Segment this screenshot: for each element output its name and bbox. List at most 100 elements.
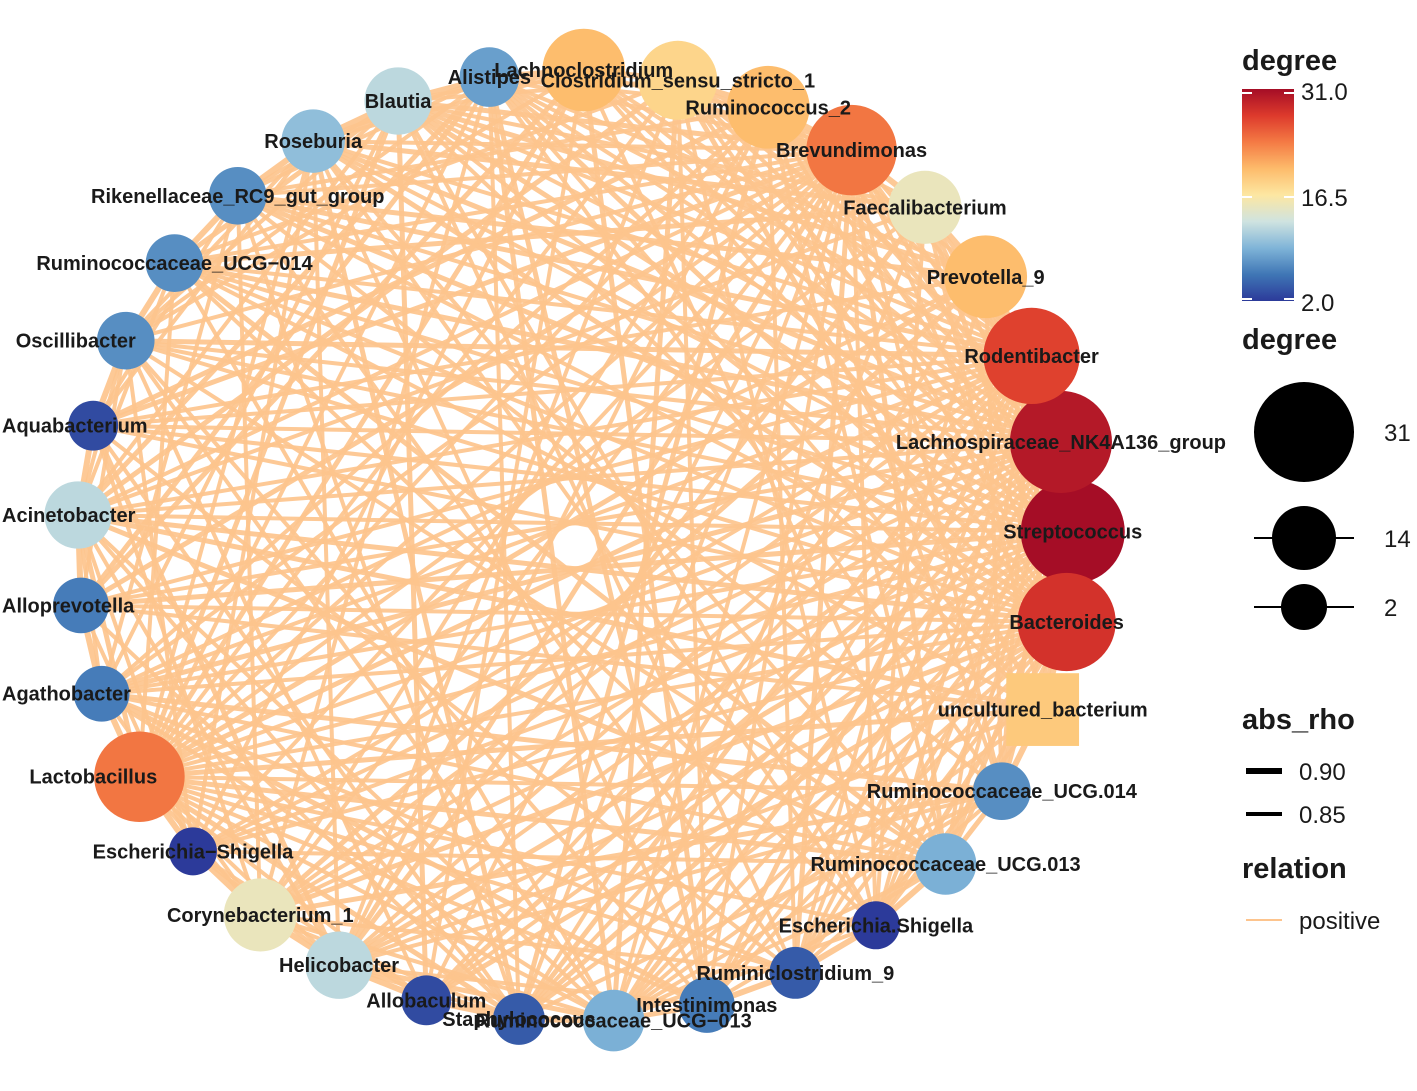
edge <box>138 274 987 779</box>
node-label: Roseburia <box>264 131 363 153</box>
node-ruminococcaceae-ucg-014 <box>145 234 204 292</box>
size-key-medium <box>1272 506 1336 570</box>
node-allobaculum <box>401 975 452 1026</box>
edge <box>76 75 492 517</box>
edge <box>79 604 195 853</box>
edge <box>124 139 315 343</box>
node-ruminococcaceae-ucg-014 <box>973 762 1031 821</box>
color-tick-min: 2.0 <box>1301 290 1334 317</box>
edge <box>675 80 709 1006</box>
edge <box>766 106 948 865</box>
edge <box>124 339 709 1007</box>
node-clostridium-sensu-stricto-1 <box>638 40 718 120</box>
edge <box>172 261 948 866</box>
node-intestinimonas <box>679 977 735 1033</box>
edge <box>139 707 1043 780</box>
node-label: Streptococcus <box>1003 522 1142 544</box>
edge <box>101 620 1067 696</box>
node-label: Escherichia.Shigella <box>779 915 974 937</box>
edge <box>174 204 926 266</box>
edge <box>793 441 1063 974</box>
node-label: Faecalibacterium <box>843 197 1006 219</box>
node-ruminiclostridium-9 <box>769 946 822 999</box>
edge <box>125 338 1074 534</box>
edge <box>237 148 852 198</box>
edge <box>92 105 770 428</box>
edge <box>311 141 342 966</box>
edge <box>873 207 927 926</box>
edge <box>123 339 429 1002</box>
size-key-small <box>1281 584 1327 630</box>
node-oscillibacter <box>96 311 155 370</box>
edge <box>310 140 522 1020</box>
edge <box>516 354 1034 1021</box>
edge <box>849 149 1004 792</box>
edge <box>139 774 1002 794</box>
node-prevotella-9 <box>944 235 1028 319</box>
node-lactobacillus <box>94 731 185 822</box>
edge <box>487 75 1004 793</box>
edge <box>338 707 1044 968</box>
edge <box>337 106 770 967</box>
edge <box>100 691 709 1008</box>
edge <box>137 100 401 778</box>
edge <box>518 789 1003 1021</box>
edge <box>124 339 616 1022</box>
edge <box>849 149 949 865</box>
edge <box>173 261 1068 624</box>
node-label: Lachnospiraceae_NK4A136_group <box>896 432 1226 454</box>
edge <box>100 691 797 975</box>
edge <box>192 849 946 866</box>
node-alloprevotella <box>53 577 109 634</box>
node-label: Prevotella_9 <box>927 267 1045 289</box>
size-legend-title: degree <box>1242 324 1337 356</box>
edge <box>486 76 617 1021</box>
node-label: Alistipes <box>448 67 531 89</box>
edge <box>77 205 926 517</box>
node-layer <box>44 28 1125 1052</box>
node-label: Ruminiclostridium_9 <box>696 963 894 985</box>
node-label: Bacteroides <box>1009 612 1124 634</box>
node-label: Corynebacterium_1 <box>167 905 354 927</box>
edge <box>313 139 852 153</box>
edge <box>517 149 854 1020</box>
node-label: Agathobacter <box>2 684 131 706</box>
node-label: Oscillibacter <box>16 331 136 353</box>
edge <box>311 140 709 1006</box>
edge <box>79 148 853 608</box>
node-label: Clostridium_sensu_stricto_1 <box>541 70 816 92</box>
edge <box>139 774 946 867</box>
node-blautia <box>364 67 432 135</box>
edge <box>100 105 770 696</box>
edge <box>487 75 1045 711</box>
edge <box>487 77 521 1020</box>
node-corynebacterium-1 <box>223 878 297 952</box>
edge <box>259 354 1033 917</box>
width-tick-085: 0.85 <box>1299 802 1346 829</box>
edge <box>77 353 1032 517</box>
color-tick-mid: 16.5 <box>1301 185 1348 212</box>
node-label: Blautia <box>365 91 433 113</box>
node-bacteroides <box>1017 572 1116 672</box>
node-staphylococcus <box>493 993 545 1045</box>
node-label: Helicobacter <box>279 955 399 977</box>
edge <box>138 148 853 779</box>
node-streptococcus <box>1020 479 1125 584</box>
node-label: Lachnoclostridium <box>494 60 673 82</box>
size-tick-small: 2 <box>1384 595 1397 622</box>
edge <box>78 340 128 606</box>
edge <box>139 620 1067 779</box>
node-lachnospiraceae-nk4a136-group <box>1009 390 1112 493</box>
node-alistipes <box>459 47 520 107</box>
size-tick-large: 31 <box>1384 420 1411 447</box>
node-label: Aquabacterium <box>2 416 148 438</box>
edge <box>124 75 491 343</box>
edge <box>849 150 878 926</box>
node-label: Escherichia−Shigella <box>93 841 295 863</box>
label-layer: Streptococcus Lachnospiraceae_NK4A136_gro… <box>2 60 1226 1032</box>
node-label: Acinetobacter <box>2 505 136 527</box>
node-label: uncultured_bacterium <box>938 700 1148 722</box>
node-lachnoclostridium <box>542 28 626 112</box>
edge <box>582 68 1033 358</box>
